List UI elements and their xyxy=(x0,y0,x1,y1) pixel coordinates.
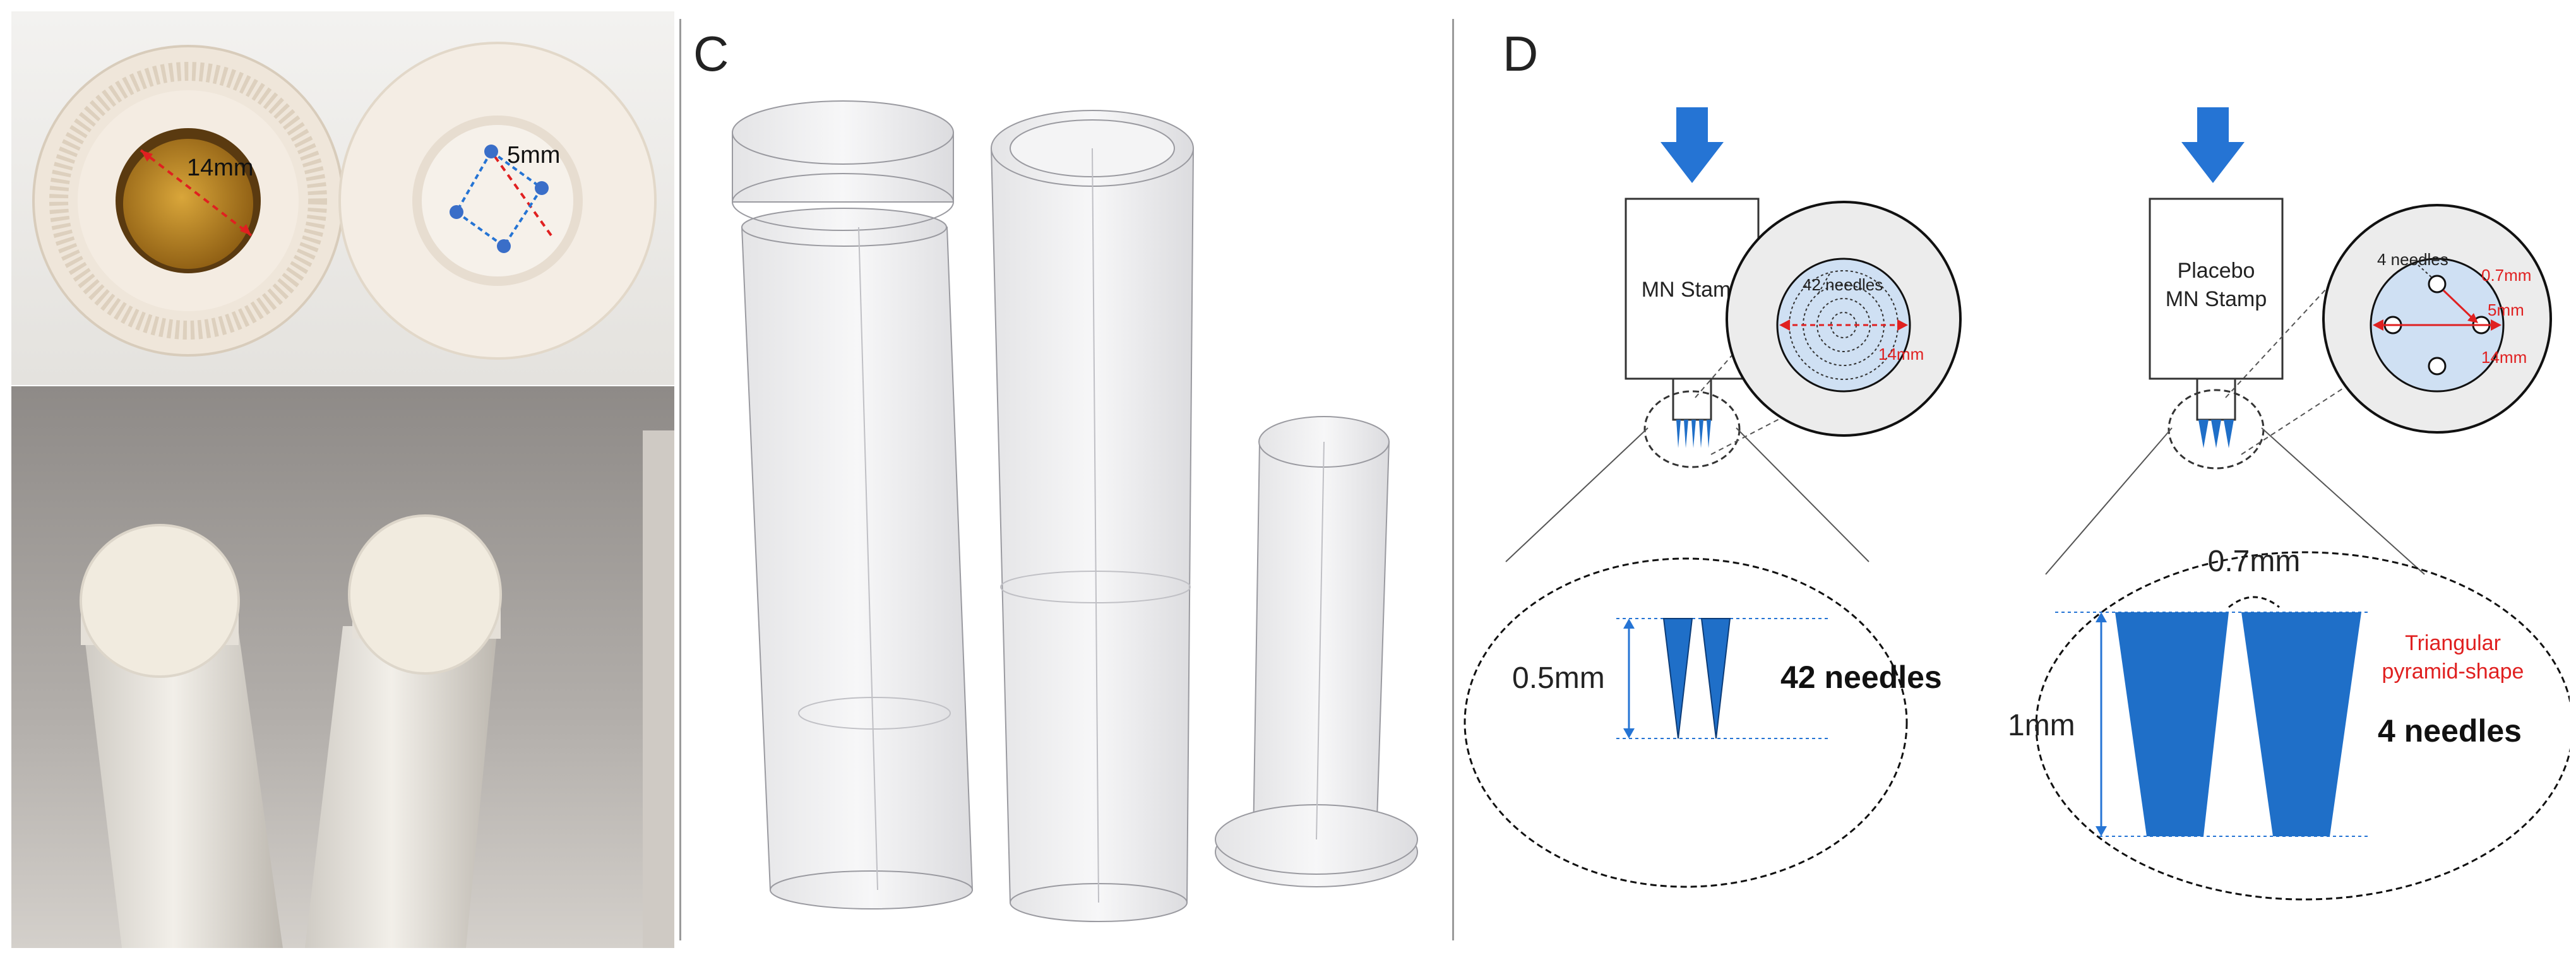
left-circle-needles: 42 needles xyxy=(1803,275,1883,294)
panel-d-schematic: MN Stamp 42 needles 14mm xyxy=(1464,107,2570,901)
right-shape-label-1: Triangular xyxy=(2405,631,2501,655)
left-count-label: 42 needles xyxy=(1780,660,1942,695)
left-height-label: 0.5mm xyxy=(1512,661,1605,695)
left-stamp-label: MN Stamp xyxy=(1642,278,1743,302)
panel-label-d: D xyxy=(1503,26,1539,81)
right-zoom-detail: 0.7mm 1mm Triangular pyramid-shape 4 nee… xyxy=(2008,545,2570,901)
right-cylinder-photo xyxy=(305,514,502,948)
right-height-label: 1mm xyxy=(2008,709,2075,742)
right-circle-needles: 4 needles xyxy=(2377,250,2448,269)
right-press-arrow xyxy=(2181,107,2245,183)
left-stamp-needles xyxy=(1676,420,1711,448)
left-needle-pair xyxy=(1662,618,1731,739)
right-circle-dim-mid: 5mm xyxy=(2488,300,2524,319)
right-needle-pair xyxy=(2115,612,2361,836)
left-circle-dim: 14mm xyxy=(1878,345,1924,364)
right-shape-label-2: pyramid-shape xyxy=(2382,660,2524,684)
right-count-label: 4 needles xyxy=(2378,713,2522,749)
cylinder-with-cap xyxy=(732,100,974,910)
panel-b-photo xyxy=(11,386,674,948)
panel-label-c: C xyxy=(693,26,729,81)
divider-left xyxy=(679,19,681,940)
divider-right xyxy=(1452,19,1454,940)
right-stamp-group: Placebo MN Stamp xyxy=(2045,107,2425,575)
right-stamp-body xyxy=(2149,198,2284,380)
right-circle-dim-small: 0.7mm xyxy=(2481,266,2531,285)
left-press-arrow xyxy=(1661,107,1724,183)
left-cylinder-photo xyxy=(80,524,283,948)
right-circle-detail: 4 needles 0.7mm 5mm 14mm xyxy=(2322,204,2552,434)
left-disc-dimension: 14mm xyxy=(187,155,254,181)
left-circle-detail: 42 needles 14mm xyxy=(1726,201,1962,437)
panel-a-photo: 14mm 5mm xyxy=(11,11,674,385)
panel-c-render xyxy=(732,100,1418,922)
right-spacing-label: 0.7mm xyxy=(2208,545,2301,578)
right-stamp-label-1: Placebo xyxy=(2178,259,2255,283)
plunger xyxy=(1215,416,1418,887)
right-stamp-needles xyxy=(2198,420,2234,448)
hollow-cylinder xyxy=(990,110,1195,922)
right-stamp-label-2: MN Stamp xyxy=(2166,287,2267,311)
right-disc-dimension: 5mm xyxy=(507,142,560,169)
right-circle-dim-big: 14mm xyxy=(2481,348,2527,367)
left-zoom-ellipse xyxy=(1643,390,1741,468)
left-disc: 14mm xyxy=(32,45,344,357)
left-zoom-detail: 0.5mm 42 needles xyxy=(1464,557,1942,888)
right-disc: 5mm xyxy=(338,42,657,360)
